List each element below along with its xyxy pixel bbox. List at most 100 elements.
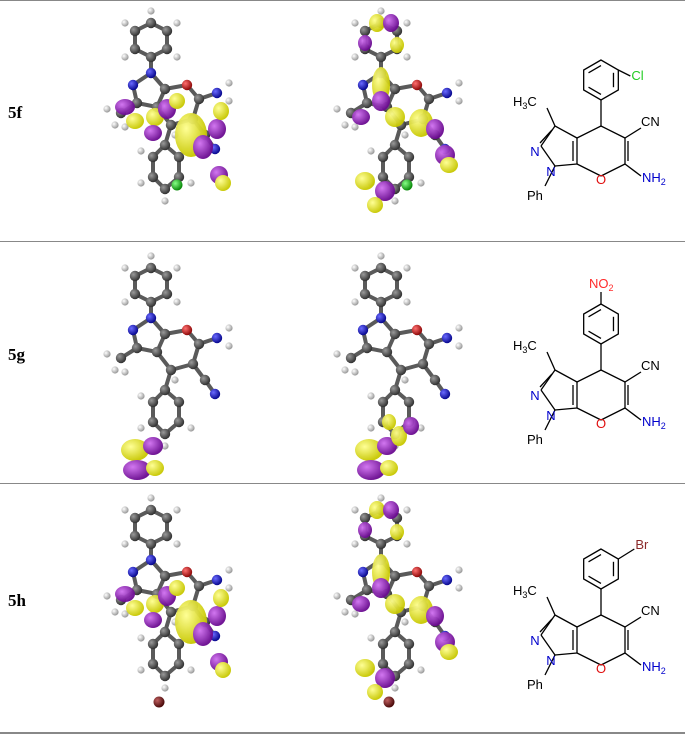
atom bbox=[411, 324, 423, 336]
atom bbox=[357, 566, 369, 578]
orbital-lobe bbox=[375, 181, 395, 201]
orbital-lobes bbox=[121, 437, 164, 480]
orbital-lobe bbox=[380, 460, 398, 476]
bond bbox=[554, 163, 578, 167]
atom bbox=[129, 270, 141, 282]
atom bbox=[417, 358, 429, 370]
atom bbox=[147, 171, 159, 183]
hydrogen-atom bbox=[455, 79, 463, 87]
atom bbox=[359, 25, 371, 37]
hydrogen-atom bbox=[333, 105, 341, 113]
amine-label: NH2 bbox=[642, 170, 666, 187]
double-bond bbox=[588, 86, 602, 95]
orbital-lobe bbox=[352, 109, 370, 125]
bond bbox=[540, 125, 556, 147]
orbital-lobe bbox=[382, 414, 396, 430]
compound-label: 5g bbox=[8, 345, 25, 364]
hydrogen-atom bbox=[351, 610, 359, 618]
nitrogen-label: N bbox=[546, 408, 555, 423]
atom bbox=[115, 352, 127, 364]
atom bbox=[375, 538, 387, 550]
orbital-lobe bbox=[123, 460, 151, 480]
hydrogen-atom bbox=[225, 79, 233, 87]
orbital-lobe bbox=[390, 524, 404, 540]
atom bbox=[211, 332, 223, 344]
hydrogen-atom bbox=[103, 350, 111, 358]
hydrogen-atom bbox=[171, 376, 179, 384]
atom bbox=[441, 87, 453, 99]
hydrogen-atom bbox=[173, 540, 181, 548]
hydrogen-atom bbox=[455, 97, 463, 105]
atom bbox=[389, 139, 401, 151]
orbital-lobe bbox=[375, 668, 395, 688]
hydrogen-atom bbox=[225, 97, 233, 105]
atom bbox=[161, 288, 173, 300]
hydrogen-atom bbox=[173, 19, 181, 27]
methyl-label: H3C bbox=[513, 94, 537, 111]
atom bbox=[377, 658, 389, 670]
hydrogen-atom bbox=[351, 298, 359, 306]
atom bbox=[359, 512, 371, 524]
hydrogen-atom bbox=[351, 19, 359, 27]
atom bbox=[165, 606, 177, 618]
double-bond bbox=[588, 65, 602, 74]
hydrogen-atom bbox=[121, 368, 129, 376]
orbital-lobes bbox=[115, 93, 231, 191]
orbital-lobe bbox=[377, 437, 397, 455]
orbital-lobe bbox=[193, 622, 213, 646]
hydrogen-atom bbox=[417, 666, 425, 674]
hydrogen-atom bbox=[351, 540, 359, 548]
orbital-lobe bbox=[126, 600, 144, 616]
bond bbox=[554, 614, 578, 628]
orbital-lobe bbox=[372, 578, 390, 598]
atom bbox=[391, 270, 403, 282]
atom bbox=[147, 151, 159, 163]
atom bbox=[159, 670, 171, 682]
orbital-lobe bbox=[367, 197, 383, 213]
atom bbox=[165, 364, 177, 376]
hydrogen-atom bbox=[161, 197, 169, 205]
double-bond bbox=[588, 330, 602, 339]
orbital-lobe bbox=[369, 14, 385, 32]
atom bbox=[159, 328, 171, 340]
bond bbox=[624, 127, 642, 139]
bond bbox=[576, 369, 602, 383]
nitrogen-label: N bbox=[546, 164, 555, 179]
orbital-lobe bbox=[385, 107, 405, 127]
bond bbox=[576, 652, 602, 666]
hydrogen-atom bbox=[341, 608, 349, 616]
atom bbox=[423, 580, 435, 592]
atom bbox=[359, 288, 371, 300]
hydrogen-atom bbox=[333, 592, 341, 600]
orbital-lobe bbox=[215, 175, 231, 191]
hydrogen-atom bbox=[367, 634, 375, 642]
hydrogen-atom bbox=[187, 424, 195, 432]
hydrogen-atom bbox=[147, 494, 155, 502]
orbital-lobe bbox=[121, 439, 149, 461]
bond bbox=[576, 125, 602, 139]
bottom-rule bbox=[0, 732, 685, 734]
hydrogen-atom bbox=[173, 264, 181, 272]
orbital-lobe bbox=[358, 35, 372, 51]
orbital-lobe bbox=[385, 594, 405, 614]
bond bbox=[540, 614, 556, 636]
hydrogen-atom bbox=[111, 366, 119, 374]
atom bbox=[127, 324, 139, 336]
hydrogen-atom bbox=[403, 506, 411, 514]
atom bbox=[375, 262, 387, 274]
hydrogen-atom bbox=[187, 666, 195, 674]
bond bbox=[600, 652, 626, 666]
atom bbox=[145, 538, 157, 550]
hydrogen-atom bbox=[367, 424, 375, 432]
atom bbox=[165, 119, 177, 131]
atom bbox=[375, 296, 387, 308]
amine-label: NH2 bbox=[642, 414, 666, 431]
hydrogen-atom bbox=[367, 147, 375, 155]
lumo-orbital-image bbox=[333, 494, 463, 708]
hydrogen-atom bbox=[103, 105, 111, 113]
atom bbox=[159, 428, 171, 440]
hydrogen-atom bbox=[187, 179, 195, 187]
hydrogen-atom bbox=[391, 197, 399, 205]
